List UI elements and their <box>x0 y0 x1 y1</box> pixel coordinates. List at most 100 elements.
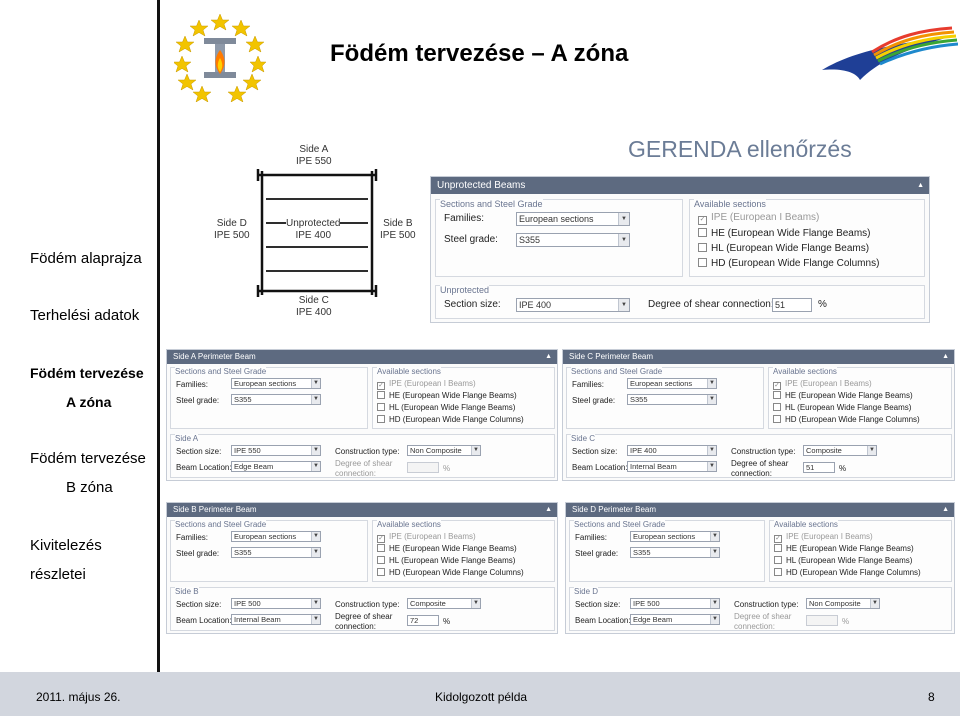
families-select[interactable]: European sections▼ <box>516 212 630 226</box>
hl-checkbox[interactable]: HL (European Wide Flange Beams) <box>773 403 911 413</box>
construction-type-select[interactable]: Non Composite▼ <box>806 598 880 609</box>
panel-title[interactable]: Side B Perimeter Beam▲ <box>167 503 557 517</box>
beam-location-select[interactable]: Edge Beam▼ <box>231 461 321 472</box>
chevron-down-icon: ▼ <box>311 599 320 608</box>
nav-item-label: Födém alaprajza <box>30 250 142 267</box>
beam-location-select[interactable]: Internal Beam▼ <box>231 614 321 625</box>
degree-label: Degree of shear connection: <box>648 299 774 310</box>
nav-item-label: Terhelési adatok <box>30 307 140 324</box>
steel-grade-select[interactable]: S355▼ <box>231 394 321 405</box>
chevron-down-icon: ▼ <box>471 599 480 608</box>
steel-grade-label: Steel grade: <box>575 549 619 558</box>
beam-location-label: Beam Location: <box>572 463 628 472</box>
steel-grade-select[interactable]: S355▼ <box>231 547 321 558</box>
panel-title[interactable]: Side D Perimeter Beam▲ <box>566 503 954 517</box>
section-size-label: Section size: <box>176 600 222 609</box>
nav-item-design-zone-a[interactable]: Födém tervezése A zóna <box>30 365 144 411</box>
hl-checkbox[interactable]: HL (European Wide Flange Beams) <box>377 556 515 566</box>
collapse-icon[interactable]: ▲ <box>545 353 552 360</box>
construction-type-label: Construction type: <box>335 600 400 609</box>
chevron-down-icon: ▼ <box>707 462 716 471</box>
panel-title[interactable]: Side C Perimeter Beam▲ <box>563 350 954 364</box>
nav-item-construction-details[interactable]: Kivitelezés részletei <box>30 537 102 583</box>
he-checkbox[interactable]: HE (European Wide Flange Beams) <box>377 544 517 554</box>
ipe-checkbox[interactable]: ✓IPE (European I Beams) <box>377 379 476 390</box>
degree-input[interactable]: 51 <box>772 298 812 312</box>
hl-checkbox[interactable]: HL (European Wide Flange Beams) <box>698 243 869 254</box>
construction-type-label: Construction type: <box>335 447 400 456</box>
ipe-checkbox[interactable]: ✓IPE (European I Beams) <box>773 379 872 390</box>
ipe-checkbox[interactable]: ✓IPE (European I Beams) <box>377 532 476 543</box>
nav-item-label: Födém tervezése <box>30 450 146 467</box>
available-sections-group: Available sections ✓IPE (European I Beam… <box>372 520 555 582</box>
hd-checkbox[interactable]: HD (European Wide Flange Columns) <box>774 568 921 578</box>
steel-grade-select[interactable]: S355▼ <box>630 547 720 558</box>
ipe-checkbox[interactable]: ✓IPE (European I Beams) <box>774 532 873 543</box>
section-size-label: Section size: <box>575 600 621 609</box>
section-size-select[interactable]: IPE 500▼ <box>231 598 321 609</box>
he-checkbox[interactable]: HE (European Wide Flange Beams) <box>377 391 517 401</box>
collapse-icon[interactable]: ▲ <box>942 506 949 513</box>
families-select[interactable]: European sections▼ <box>231 531 321 542</box>
section-size-select[interactable]: IPE 400▼ <box>516 298 630 312</box>
percent-label: % <box>443 617 451 626</box>
hd-checkbox[interactable]: HD (European Wide Flange Columns) <box>377 568 524 578</box>
construction-type-label: Construction type: <box>734 600 799 609</box>
slide-title: Födém tervezése – A zóna <box>330 40 629 67</box>
collapse-icon[interactable]: ▲ <box>545 506 552 513</box>
families-select[interactable]: European sections▼ <box>630 531 720 542</box>
hl-checkbox[interactable]: HL (European Wide Flange Beams) <box>377 403 515 413</box>
construction-type-select[interactable]: Composite▼ <box>803 445 877 456</box>
ipe-checkbox[interactable]: ✓IPE (European I Beams) <box>698 212 820 225</box>
steel-grade-label: Steel grade: <box>572 396 616 405</box>
collapse-icon[interactable]: ▲ <box>942 353 949 360</box>
steel-grade-select[interactable]: S355▼ <box>627 394 717 405</box>
collapse-icon[interactable]: ▲ <box>917 182 924 189</box>
hd-checkbox[interactable]: HD (European Wide Flange Columns) <box>698 258 879 269</box>
he-checkbox[interactable]: HE (European Wide Flange Beams) <box>773 391 913 401</box>
chevron-down-icon: ▼ <box>710 599 719 608</box>
beam-location-select[interactable]: Edge Beam▼ <box>630 614 720 625</box>
steel-grade-select[interactable]: S355▼ <box>516 233 630 247</box>
available-sections-group: Available sections ✓IPE (European I Beam… <box>768 367 952 429</box>
side-c-panel: Side C Perimeter Beam▲ Sections and Stee… <box>562 349 955 481</box>
chevron-down-icon: ▼ <box>707 379 716 388</box>
hd-checkbox[interactable]: HD (European Wide Flange Columns) <box>773 415 920 425</box>
families-select[interactable]: European sections▼ <box>231 378 321 389</box>
degree-input[interactable]: 51 <box>803 462 835 473</box>
panel-title[interactable]: Side A Perimeter Beam▲ <box>167 350 557 364</box>
he-checkbox[interactable]: HE (European Wide Flange Beams) <box>698 228 871 239</box>
hd-checkbox[interactable]: HD (European Wide Flange Columns) <box>377 415 524 425</box>
footer-bar: 2011. május 26. Kidolgozott példa 8 <box>0 672 960 716</box>
families-label: Families: <box>176 380 209 389</box>
footer-date: 2011. május 26. <box>36 690 121 704</box>
construction-type-select[interactable]: Non Composite▼ <box>407 445 481 456</box>
families-select[interactable]: European sections▼ <box>627 378 717 389</box>
section-size-select[interactable]: IPE 550▼ <box>231 445 321 456</box>
panel-title[interactable]: Unprotected Beams▲ <box>431 177 929 194</box>
families-label: Families: <box>176 533 209 542</box>
degree-input[interactable] <box>407 462 439 473</box>
beam-location-select[interactable]: Internal Beam▼ <box>627 461 717 472</box>
degree-input[interactable] <box>806 615 838 626</box>
nav-item-design-zone-b[interactable]: Födém tervezése B zóna <box>30 450 146 496</box>
construction-type-select[interactable]: Composite▼ <box>407 598 481 609</box>
degree-input[interactable]: 72 <box>407 615 439 626</box>
section-size-select[interactable]: IPE 400▼ <box>627 445 717 456</box>
sections-group: Sections and Steel Grade Families: Europ… <box>569 520 765 582</box>
he-checkbox[interactable]: HE (European Wide Flange Beams) <box>774 544 914 554</box>
nav-item-sublabel: A zóna <box>66 394 112 410</box>
hl-checkbox[interactable]: HL (European Wide Flange Beams) <box>774 556 912 566</box>
page-number: 8 <box>928 690 935 704</box>
section-size-select[interactable]: IPE 500▼ <box>630 598 720 609</box>
construction-type-label: Construction type: <box>731 447 796 456</box>
side-group: Side C Section size: IPE 400▼ Constructi… <box>566 434 952 478</box>
beam-layout-lines <box>256 169 378 297</box>
nav-item-loads[interactable]: Terhelési adatok <box>30 307 139 324</box>
nav-item-floor-plan[interactable]: Födém alaprajza <box>30 250 142 267</box>
